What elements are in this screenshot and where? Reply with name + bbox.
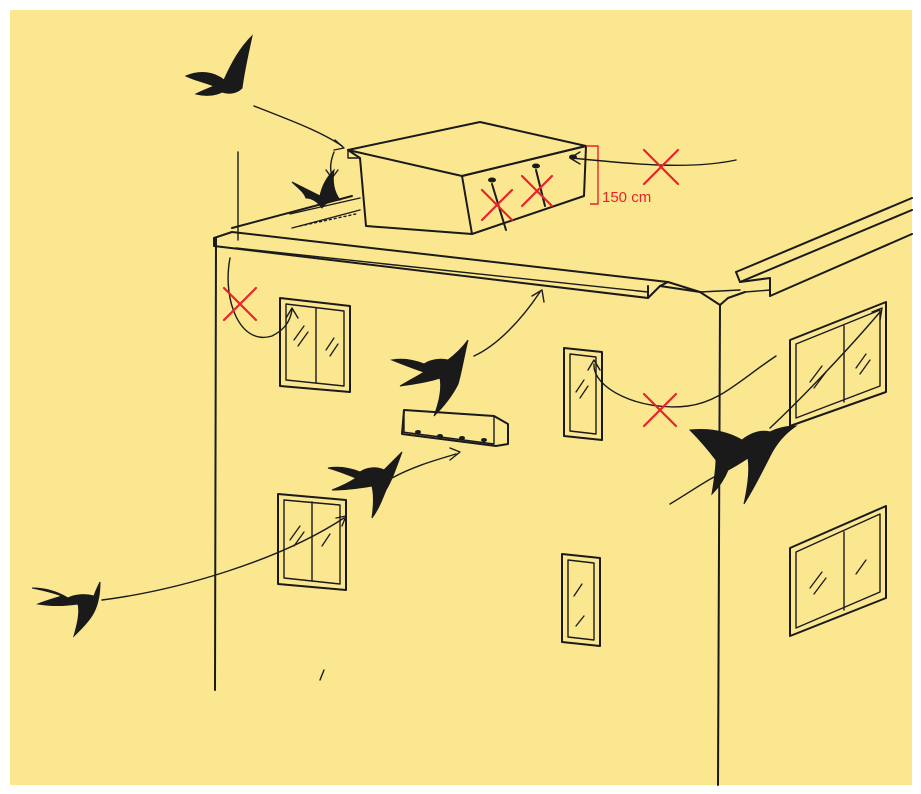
box-hole-2 [532,164,540,169]
nest-hole-1 [415,430,421,434]
height-label: 150 cm [602,189,651,206]
nest-hole-2 [437,434,443,438]
nest-hole-4 [481,438,487,442]
nest-hole-3 [459,436,465,440]
box-hole-1 [488,178,496,183]
building-left-edge [215,238,216,690]
